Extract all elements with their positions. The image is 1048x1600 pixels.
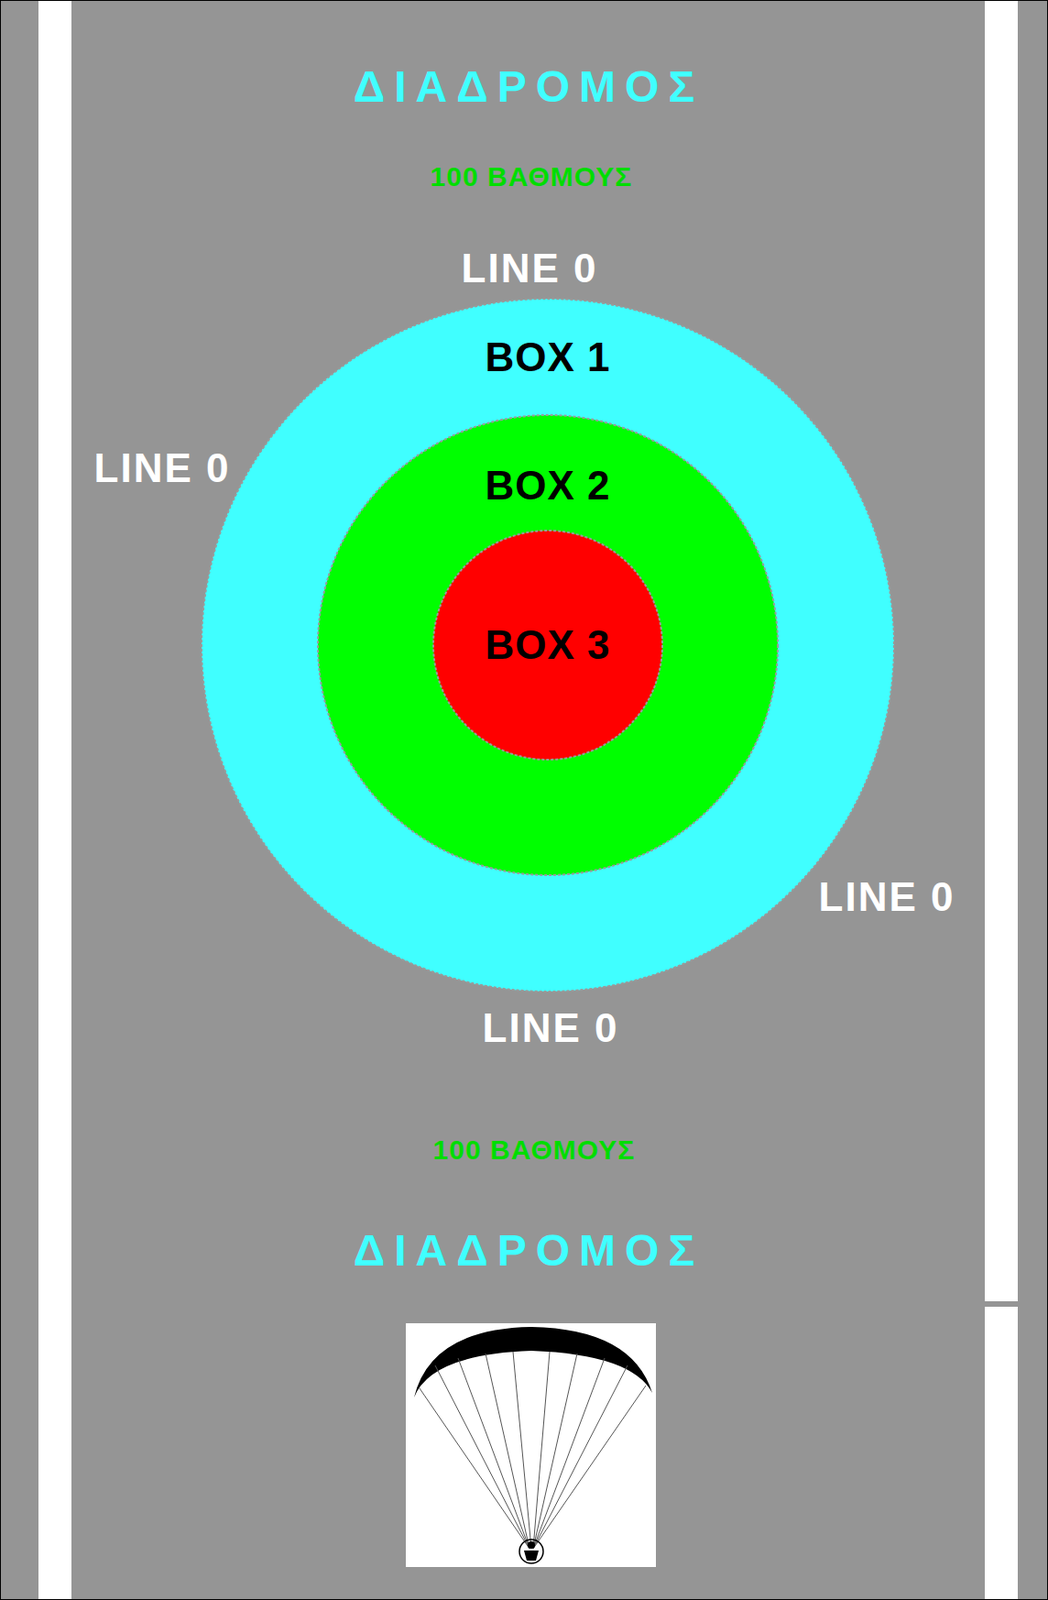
ring-label: BOX 3	[484, 624, 611, 666]
runway-edge-stripe	[38, 0, 72, 1600]
runway-label: ΔΙΑΔΡΟΜΟΣ	[353, 65, 704, 110]
outer-ring: BOX 1 BOX 2 BOX 3	[200, 297, 896, 993]
line-label: LINE 0	[461, 248, 599, 289]
points-label: 100 ΒΑΘΜΟΥΣ	[430, 163, 634, 191]
line-label: LINE 0	[94, 447, 231, 489]
runway-label: ΔΙΑΔΡΟΜΟΣ	[353, 1228, 704, 1273]
runway-edge-stripe	[984, 1306, 1018, 1600]
paraglider-illustration	[405, 1322, 656, 1567]
runway-edge-stripe	[984, 0, 1018, 1301]
center-circle: BOX 3	[432, 529, 664, 761]
ring-label: BOX 1	[484, 337, 611, 378]
line-label: LINE 0	[818, 876, 956, 917]
points-label: 100 ΒΑΘΜΟΥΣ	[433, 1135, 636, 1164]
middle-ring: BOX 2 BOX 3	[316, 414, 779, 876]
ring-label: BOX 2	[484, 465, 611, 506]
line-label: LINE 0	[482, 1007, 620, 1048]
